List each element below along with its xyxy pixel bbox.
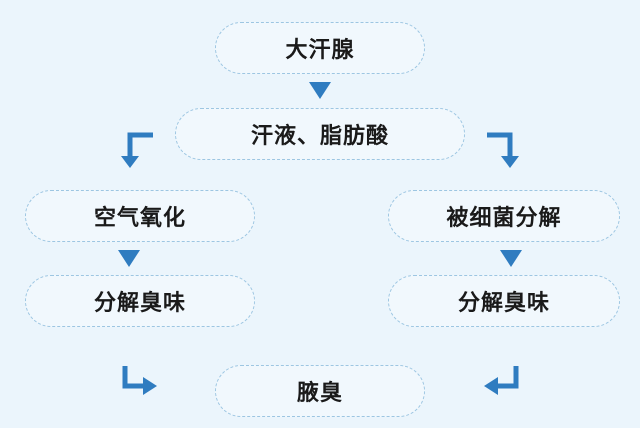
elbow-arrow-icon	[127, 132, 153, 158]
arrow-head-icon	[484, 377, 498, 395]
node-air-oxidation: 空气氧化	[25, 190, 255, 242]
node-label: 空气氧化	[93, 206, 186, 231]
elbow-arrow-icon	[122, 366, 145, 389]
node-sweat-fatty-acids: 汗液、脂肪酸	[175, 108, 465, 160]
arrow-head-icon	[143, 377, 157, 395]
elbow-arrow-icon	[487, 132, 513, 158]
arrow-down-icon	[500, 250, 522, 267]
node-bacteria-decomposition: 被细菌分解	[388, 190, 620, 242]
elbow-arrow-icon	[496, 366, 519, 389]
arrow-down-icon	[309, 82, 331, 99]
arrow-head-icon	[121, 156, 139, 168]
arrow-down-icon	[118, 250, 140, 267]
node-label: 分解臭味	[93, 291, 186, 316]
node-label: 汗液、脂肪酸	[250, 124, 389, 149]
node-armpit-odor: 腋臭	[215, 365, 425, 417]
node-label: 腋臭	[296, 381, 343, 406]
node-odor-left: 分解臭味	[25, 275, 255, 327]
arrow-head-icon	[501, 156, 519, 168]
node-sweat-gland: 大汗腺	[215, 22, 425, 74]
node-label: 分解臭味	[457, 291, 550, 316]
node-label: 被细菌分解	[446, 206, 562, 231]
node-odor-right: 分解臭味	[388, 275, 620, 327]
node-label: 大汗腺	[285, 38, 355, 63]
